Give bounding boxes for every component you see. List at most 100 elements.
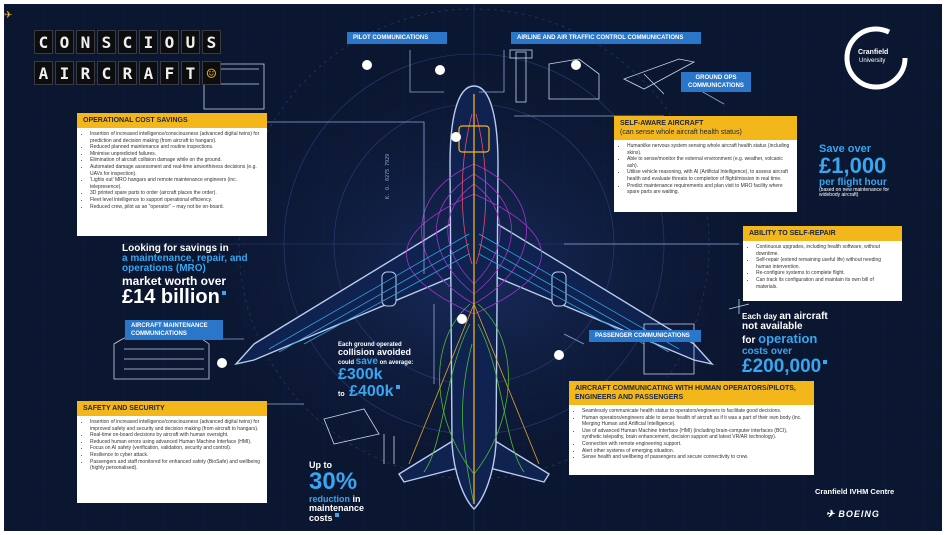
reduction-line-5: costs (309, 512, 333, 523)
list-item: Sense health and wellbeing of passengers… (582, 454, 808, 461)
self-repair-list: Continuous upgrades, including health so… (743, 241, 902, 294)
human-comms-heading: Aircraft communicating with human operat… (569, 381, 814, 405)
self-repair-card: Ability to self-repair Continuous upgrad… (743, 226, 902, 301)
title-tile: A (139, 61, 158, 85)
title-tile: A (34, 61, 53, 85)
safety-card: Safety and security Insertion of increas… (77, 401, 267, 503)
list-item: Reduced human errors using advanced Huma… (90, 439, 261, 446)
flight-hour-note: (based on new maintenance for widebody a… (819, 186, 890, 198)
title-tile: O (160, 30, 179, 54)
plane-icon: ✈ (4, 10, 13, 21)
title-tile: C (34, 30, 53, 54)
mro-line-1: Looking for savings in (122, 243, 229, 254)
reduction-stat: Up to 30% reduction in maintenance costs (309, 460, 399, 523)
cranfield-emblem-icon (844, 26, 908, 90)
list-item: 3D printed spare parts to order (aircraf… (90, 190, 261, 197)
mro-amount: £14 billion (122, 285, 220, 308)
reduction-word: reduction (309, 493, 351, 504)
nervous-system (268, 94, 680, 505)
list-item: Self-repair (extend remaining useful lif… (756, 257, 896, 270)
operational-cost-card: Operational cost savings Insertion of in… (77, 113, 267, 236)
list-item: Elimination of aircraft collision damage… (90, 157, 261, 164)
mro-savings-stat: Looking for savings in a maintenance, re… (122, 243, 302, 308)
title-tile: R (76, 61, 95, 85)
connector-lines (219, 50, 739, 405)
list-item: Reduced planned maintenance and routine … (90, 144, 261, 151)
ground-ops-label: Ground ops communications (681, 72, 751, 92)
atc-comms-label: Airline and air traffic control communic… (511, 32, 701, 44)
mro-line-2: a maintenance, repair, and (122, 253, 248, 265)
flight-hour-stat: Save over £1,000 per flight hour (based … (819, 143, 919, 198)
title-tile: C (118, 30, 137, 54)
title-tile: F (160, 61, 179, 85)
collision-stat: Each ground operated collision avoided c… (338, 342, 438, 400)
list-item: Fleet level intelligence to support oper… (90, 197, 261, 204)
collision-line-3: could (338, 360, 354, 367)
operational-cost-heading: Operational cost savings (77, 113, 267, 128)
list-item: Connection with remote engineering suppo… (582, 441, 808, 448)
reduction-line-1: Up to (309, 460, 332, 470)
mro-line-4: market worth over (122, 273, 227, 288)
list-item: Use of advanced Human Machine Interface … (582, 428, 808, 441)
unavailable-amount: £200,000 (742, 355, 822, 377)
unavailable-operation: operation (758, 331, 818, 347)
list-item: 'Lights out' MRO hangars and remote main… (90, 177, 261, 190)
collision-to: to (338, 390, 345, 398)
cranfield-logo: Cranfield University (844, 26, 908, 90)
list-item: Minimise unpredicted failures. (90, 151, 261, 158)
title-tile: S (202, 30, 221, 54)
list-item: Seamlessly communicate health status to … (582, 408, 808, 415)
operational-cost-list: Insertion of increased intelligence/cons… (77, 128, 267, 214)
title-tile: U (181, 30, 200, 54)
collision-line-2: collision avoided (338, 347, 412, 358)
list-item: Able to sense/monitor the external envir… (627, 156, 791, 169)
cranfield-name: Cranfield (858, 49, 889, 56)
unavailable-line-1b: an aircraft (779, 311, 828, 322)
human-comms-card: Aircraft communicating with human operat… (569, 381, 814, 475)
flight-hour-line-3: per flight hour (819, 176, 887, 188)
title-tile: C (97, 61, 116, 85)
comms-bubbles (217, 60, 581, 368)
aircraft-outline (234, 85, 714, 510)
engines (381, 271, 567, 307)
list-item: Reduced crew, pilot as an "operator" – m… (90, 204, 261, 211)
reduction-amount: 30% (309, 468, 358, 496)
list-item: Continuous upgrades, including health so… (756, 244, 896, 257)
self-aware-list: Humanlike nervous system sensing whole a… (614, 140, 797, 200)
list-item: Utilise vehicle reasoning, with AI (Arti… (627, 169, 791, 182)
ivhm-centre: Cranfield IVHM Centre (815, 487, 895, 496)
safety-heading: Safety and security (77, 401, 267, 416)
mro-line-3: operations (MRO) (122, 263, 206, 275)
list-item: Insertion of increased intelligence/cons… (90, 131, 261, 144)
safety-list: Insertion of increased intelligence/cons… (77, 416, 267, 476)
list-item: Real-time on-board decisions by aircraft… (90, 432, 261, 439)
list-item: Human operators/engineers able to sense … (582, 415, 808, 428)
title-tile: S (97, 30, 116, 54)
collision-avg: on average: (379, 360, 414, 367)
list-item: Resilience to cyber attack. (90, 452, 261, 459)
list-item: Focus on AI safety (verification, valida… (90, 445, 261, 452)
collision-line-1: Each ground operated (338, 342, 402, 348)
reduction-in: in (352, 493, 361, 504)
list-item: Re-configure systems to complete flight. (756, 270, 896, 277)
pilot-comms-label: Pilot Communications (347, 32, 447, 44)
flight-hour-line-1: Save over (819, 143, 871, 155)
title-tile: I (55, 61, 74, 85)
unavailable-line-2: not available (742, 321, 803, 333)
unavailable-line-4: costs over (742, 345, 793, 357)
title-tile: O (55, 30, 74, 54)
self-aware-card: Self-aware aircraft(can sense whole airc… (614, 116, 797, 212)
list-item: Insertion of increased intelligence/cons… (90, 419, 261, 432)
unavailable-for: for (742, 335, 756, 347)
title-tile: R (118, 61, 137, 85)
list-item: Automated damage assessment and real-tim… (90, 164, 261, 177)
list-item: Predict maintenance requirements and pla… (627, 183, 791, 196)
boeing-icon: ✈ (826, 509, 836, 520)
cranfield-subtitle: University (859, 58, 886, 64)
smiley-icon: ☺ (202, 61, 221, 85)
list-item: Passengers and staff monitored for enhan… (90, 459, 261, 472)
self-aware-subheading: (can sense whole aircraft health status) (620, 129, 742, 136)
